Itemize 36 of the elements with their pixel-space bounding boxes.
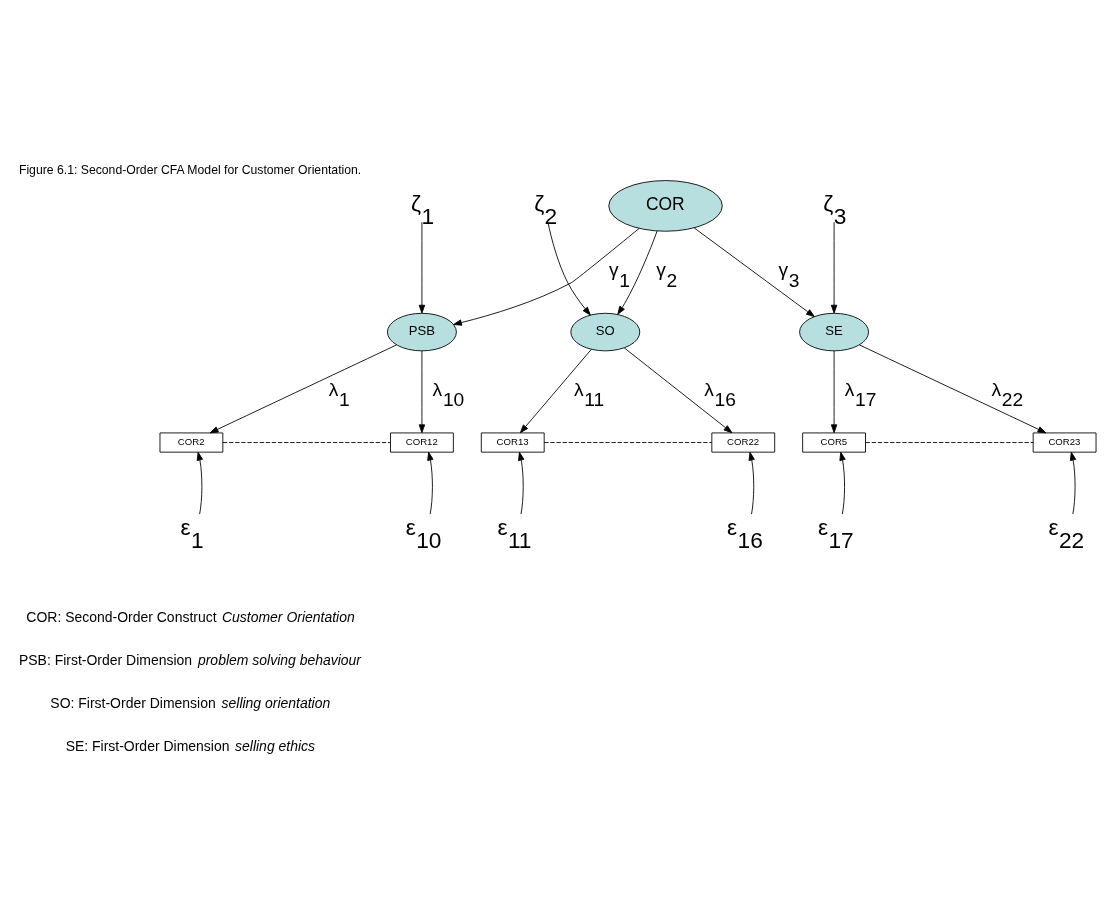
arrow bbox=[1069, 451, 1077, 515]
node-box: COR12 bbox=[390, 432, 454, 453]
connector bbox=[543, 442, 713, 443]
label: SE: First-Order Dimension selling ethics bbox=[65, 737, 316, 754]
arrow bbox=[196, 451, 203, 515]
node-box: COR13 bbox=[480, 432, 545, 453]
arrow bbox=[617, 230, 658, 315]
node-box: COR23 bbox=[1032, 432, 1097, 453]
node-ellipse: COR bbox=[608, 180, 723, 232]
arrow bbox=[209, 344, 398, 434]
arrow bbox=[453, 227, 640, 326]
connector bbox=[222, 442, 391, 443]
node-box: COR2 bbox=[159, 432, 224, 453]
connector bbox=[865, 442, 1034, 443]
arrow bbox=[427, 451, 434, 515]
node-box: COR22 bbox=[711, 432, 776, 453]
diagram-title: Figure 6.1: Second-Order CFA Model for Customer Orientation. bbox=[18, 162, 362, 177]
arrow bbox=[418, 221, 426, 314]
label: PSB: First-Order Dimension problem solving behaviour bbox=[18, 652, 362, 669]
node-ellipse: SE bbox=[799, 312, 869, 352]
arrow bbox=[858, 344, 1047, 434]
arrow bbox=[547, 221, 591, 316]
arrow bbox=[518, 451, 525, 515]
arrow bbox=[418, 350, 426, 434]
node-ellipse: SO bbox=[570, 312, 641, 352]
node-box: COR5 bbox=[802, 432, 866, 453]
node-ellipse: PSB bbox=[387, 312, 457, 352]
arrow bbox=[830, 221, 838, 314]
label: COR: Second-Order Construct Customer Orientation bbox=[26, 609, 355, 626]
arrow bbox=[519, 349, 592, 434]
arrow bbox=[839, 451, 846, 515]
arrow bbox=[830, 350, 838, 434]
label: SO: First-Order Dimension selling orientation bbox=[50, 694, 331, 711]
arrow bbox=[693, 227, 815, 318]
arrow bbox=[748, 451, 755, 515]
arrow bbox=[623, 347, 733, 434]
